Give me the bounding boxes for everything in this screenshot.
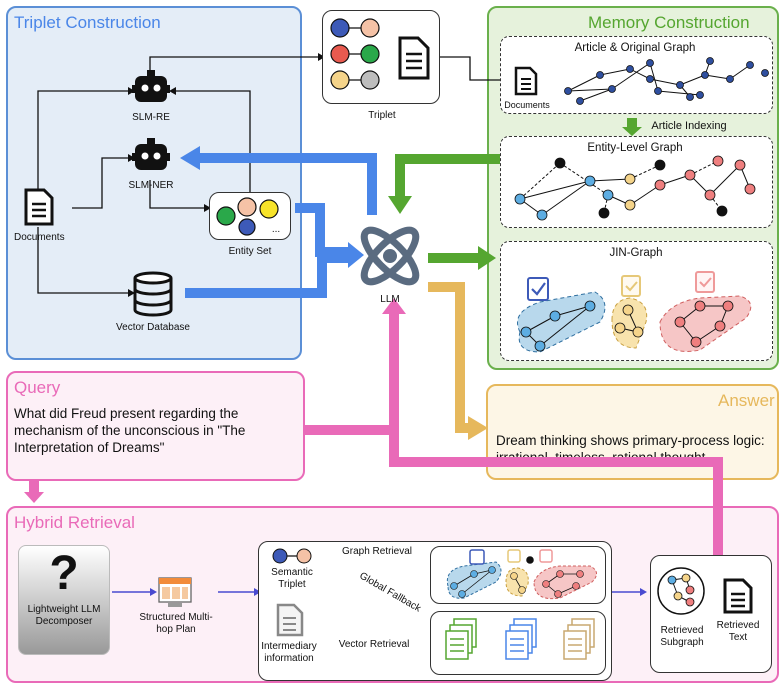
decomposer-box — [18, 545, 110, 655]
robot-icon — [132, 138, 170, 170]
vector-database-label: Vector Database — [116, 322, 190, 333]
query-text: What did Freud present regarding the mec… — [14, 406, 246, 455]
entity-set-ellipsis: ... — [271, 224, 281, 235]
plan-icon — [158, 577, 192, 607]
query-panel — [6, 371, 305, 481]
entity-set-nodes — [216, 197, 279, 236]
triplet-construction-title: Triplet Construction — [14, 13, 161, 32]
atom-icon — [360, 226, 420, 286]
memory-documents-label: Documents — [504, 100, 550, 110]
intermediary-label: Intermediary information — [261, 641, 317, 664]
retrieved-documents — [445, 618, 595, 660]
answer-title: Answer — [718, 391, 775, 410]
mini-jin-graph — [446, 549, 597, 600]
document-icon — [24, 188, 54, 226]
original-graph — [564, 57, 769, 105]
entity-graph-title: Entity-Level Graph — [587, 142, 683, 154]
triplet-construction-panel — [6, 6, 302, 360]
retrieved-subgraph-icon — [657, 567, 705, 615]
decomposer-label: Lightweight LLM Decomposer — [27, 604, 101, 627]
retrieved-subgraph-label: Retrieved Subgraph — [660, 625, 704, 648]
hybrid-retrieval-title: Hybrid Retrieval — [14, 513, 135, 532]
database-icon — [133, 271, 173, 317]
slm-re-label: SLM-RE — [132, 112, 170, 123]
document-icon — [276, 603, 304, 637]
documents-label: Documents — [14, 232, 65, 243]
question-mark-icon: ? — [49, 547, 79, 600]
vector-retrieval-label: Vector Retrieval — [338, 639, 410, 650]
document-icon — [514, 66, 538, 96]
jin-graph-title: JIN-Graph — [609, 247, 663, 259]
article-graph-title: Article & Original Graph — [574, 42, 696, 54]
entity-set-label: Entity Set — [228, 246, 272, 257]
article-indexing-label: Article Indexing — [651, 120, 727, 132]
semantic-triplet-icon — [272, 548, 312, 564]
llm-label: LLM — [380, 294, 400, 305]
article-graph-box — [500, 36, 773, 114]
slm-ner-label: SLM-NER — [128, 180, 174, 191]
robot-icon — [132, 70, 170, 102]
query-title: Query — [14, 378, 61, 397]
triplet-label: Triplet — [368, 110, 396, 121]
entity-level-graph — [514, 155, 756, 221]
graph-retrieval-label: Graph Retrieval — [341, 546, 413, 557]
plan-label: Structured Multi-hop Plan — [139, 612, 213, 635]
retrieved-text-label: Retrieved Text — [716, 620, 760, 643]
semantic-triplet-label: Semantic Triplet — [271, 567, 313, 590]
triplet-nodes — [330, 18, 430, 90]
jin-graph — [517, 271, 752, 353]
memory-construction-title: Memory Construction — [588, 13, 750, 32]
retrieved-text-icon — [723, 578, 753, 614]
